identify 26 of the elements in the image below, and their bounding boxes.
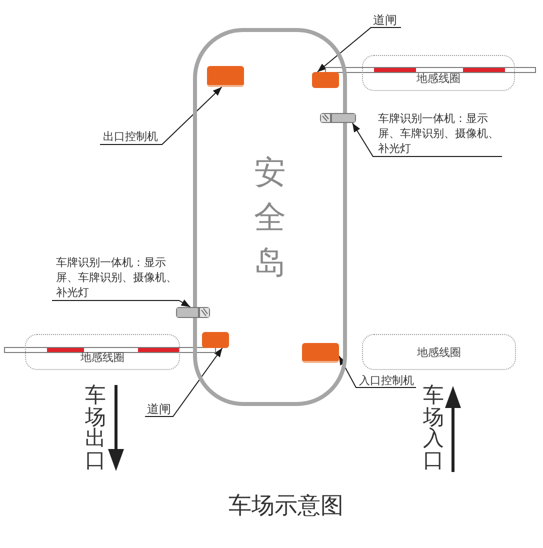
leader-line xyxy=(352,122,502,157)
caption: 车场示意图 xyxy=(228,492,344,520)
leader-line xyxy=(338,356,416,388)
gate-box xyxy=(312,72,339,88)
camera-unit xyxy=(320,113,356,123)
direction-label: 车场入口 xyxy=(422,385,445,471)
callout-text: 车牌识别一体机：显示屏、车牌识别、摄像机、补光灯 xyxy=(373,111,502,157)
leader-line xyxy=(316,27,402,72)
controller-box xyxy=(207,66,244,87)
callout-text: 车牌识别一体机：显示屏、车牌识别、摄像机、补光灯 xyxy=(52,255,179,301)
callout-text: 出口控制机 xyxy=(100,130,162,145)
safety-island xyxy=(193,28,347,406)
controller-box xyxy=(302,343,339,363)
camera-unit xyxy=(176,307,210,318)
leader-line xyxy=(144,348,223,417)
sensor-loop: 地感线圈 xyxy=(362,334,516,370)
leader-line xyxy=(100,86,222,145)
sensor-loop: 地感线圈 xyxy=(362,55,515,91)
sensor-loop: 地感线圈 xyxy=(25,334,180,370)
island-label: 安全岛 xyxy=(253,152,287,283)
callout-text: 道闸 xyxy=(371,14,401,28)
callout-text: 入口控制机 xyxy=(356,374,416,388)
direction-label: 车场出口 xyxy=(84,385,107,471)
leader-line xyxy=(52,299,191,308)
gate-box xyxy=(202,332,229,348)
callout-text: 道闸 xyxy=(145,403,173,417)
